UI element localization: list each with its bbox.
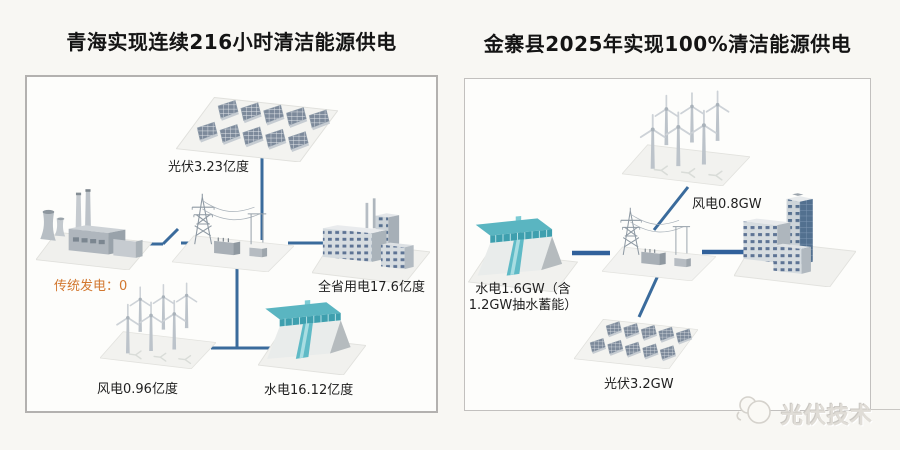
wind-farm-icon	[100, 282, 216, 369]
watermark-line	[868, 409, 900, 410]
solar-output-label: 光伏3.23亿度	[168, 160, 249, 175]
hydro-capacity-label: 水电1.6GW（含 1.2GW抽水蓄能）	[458, 282, 588, 314]
hydro-output-label: 水电16.12亿度	[264, 383, 354, 398]
wind-output-label: 风电0.96亿度	[97, 382, 178, 397]
province-consumption-label: 全省用电17.6亿度	[318, 280, 425, 295]
city-buildings-icon	[312, 188, 430, 284]
jinzhai-panel-title: 金寨县2025年实现100%清洁能源供电	[483, 32, 852, 56]
hydro-capacity-line2: 1.2GW抽水蓄能）	[468, 298, 578, 313]
thermal-plant-icon	[36, 184, 152, 270]
hydro-dam-icon	[258, 296, 366, 375]
cloud-logo-icon	[736, 396, 771, 424]
wind-farm-icon	[622, 90, 750, 186]
substation-icon	[172, 192, 294, 272]
solar-capacity-label: 光伏3.2GW	[604, 377, 674, 392]
qinghai-panel-title: 青海实现连续216小时清洁能源供电	[66, 30, 397, 54]
hydro-capacity-line1: 水电1.6GW（含	[475, 282, 571, 297]
traditional-generation-label: 传统发电：0	[54, 279, 128, 294]
wind-capacity-label: 风电0.8GW	[692, 197, 762, 212]
solar-array-icon	[176, 88, 338, 162]
watermark-text: 光伏技术	[781, 404, 874, 429]
solar-array-icon	[574, 312, 698, 369]
substation-icon	[602, 206, 716, 281]
hydro-dam-icon	[468, 212, 578, 292]
